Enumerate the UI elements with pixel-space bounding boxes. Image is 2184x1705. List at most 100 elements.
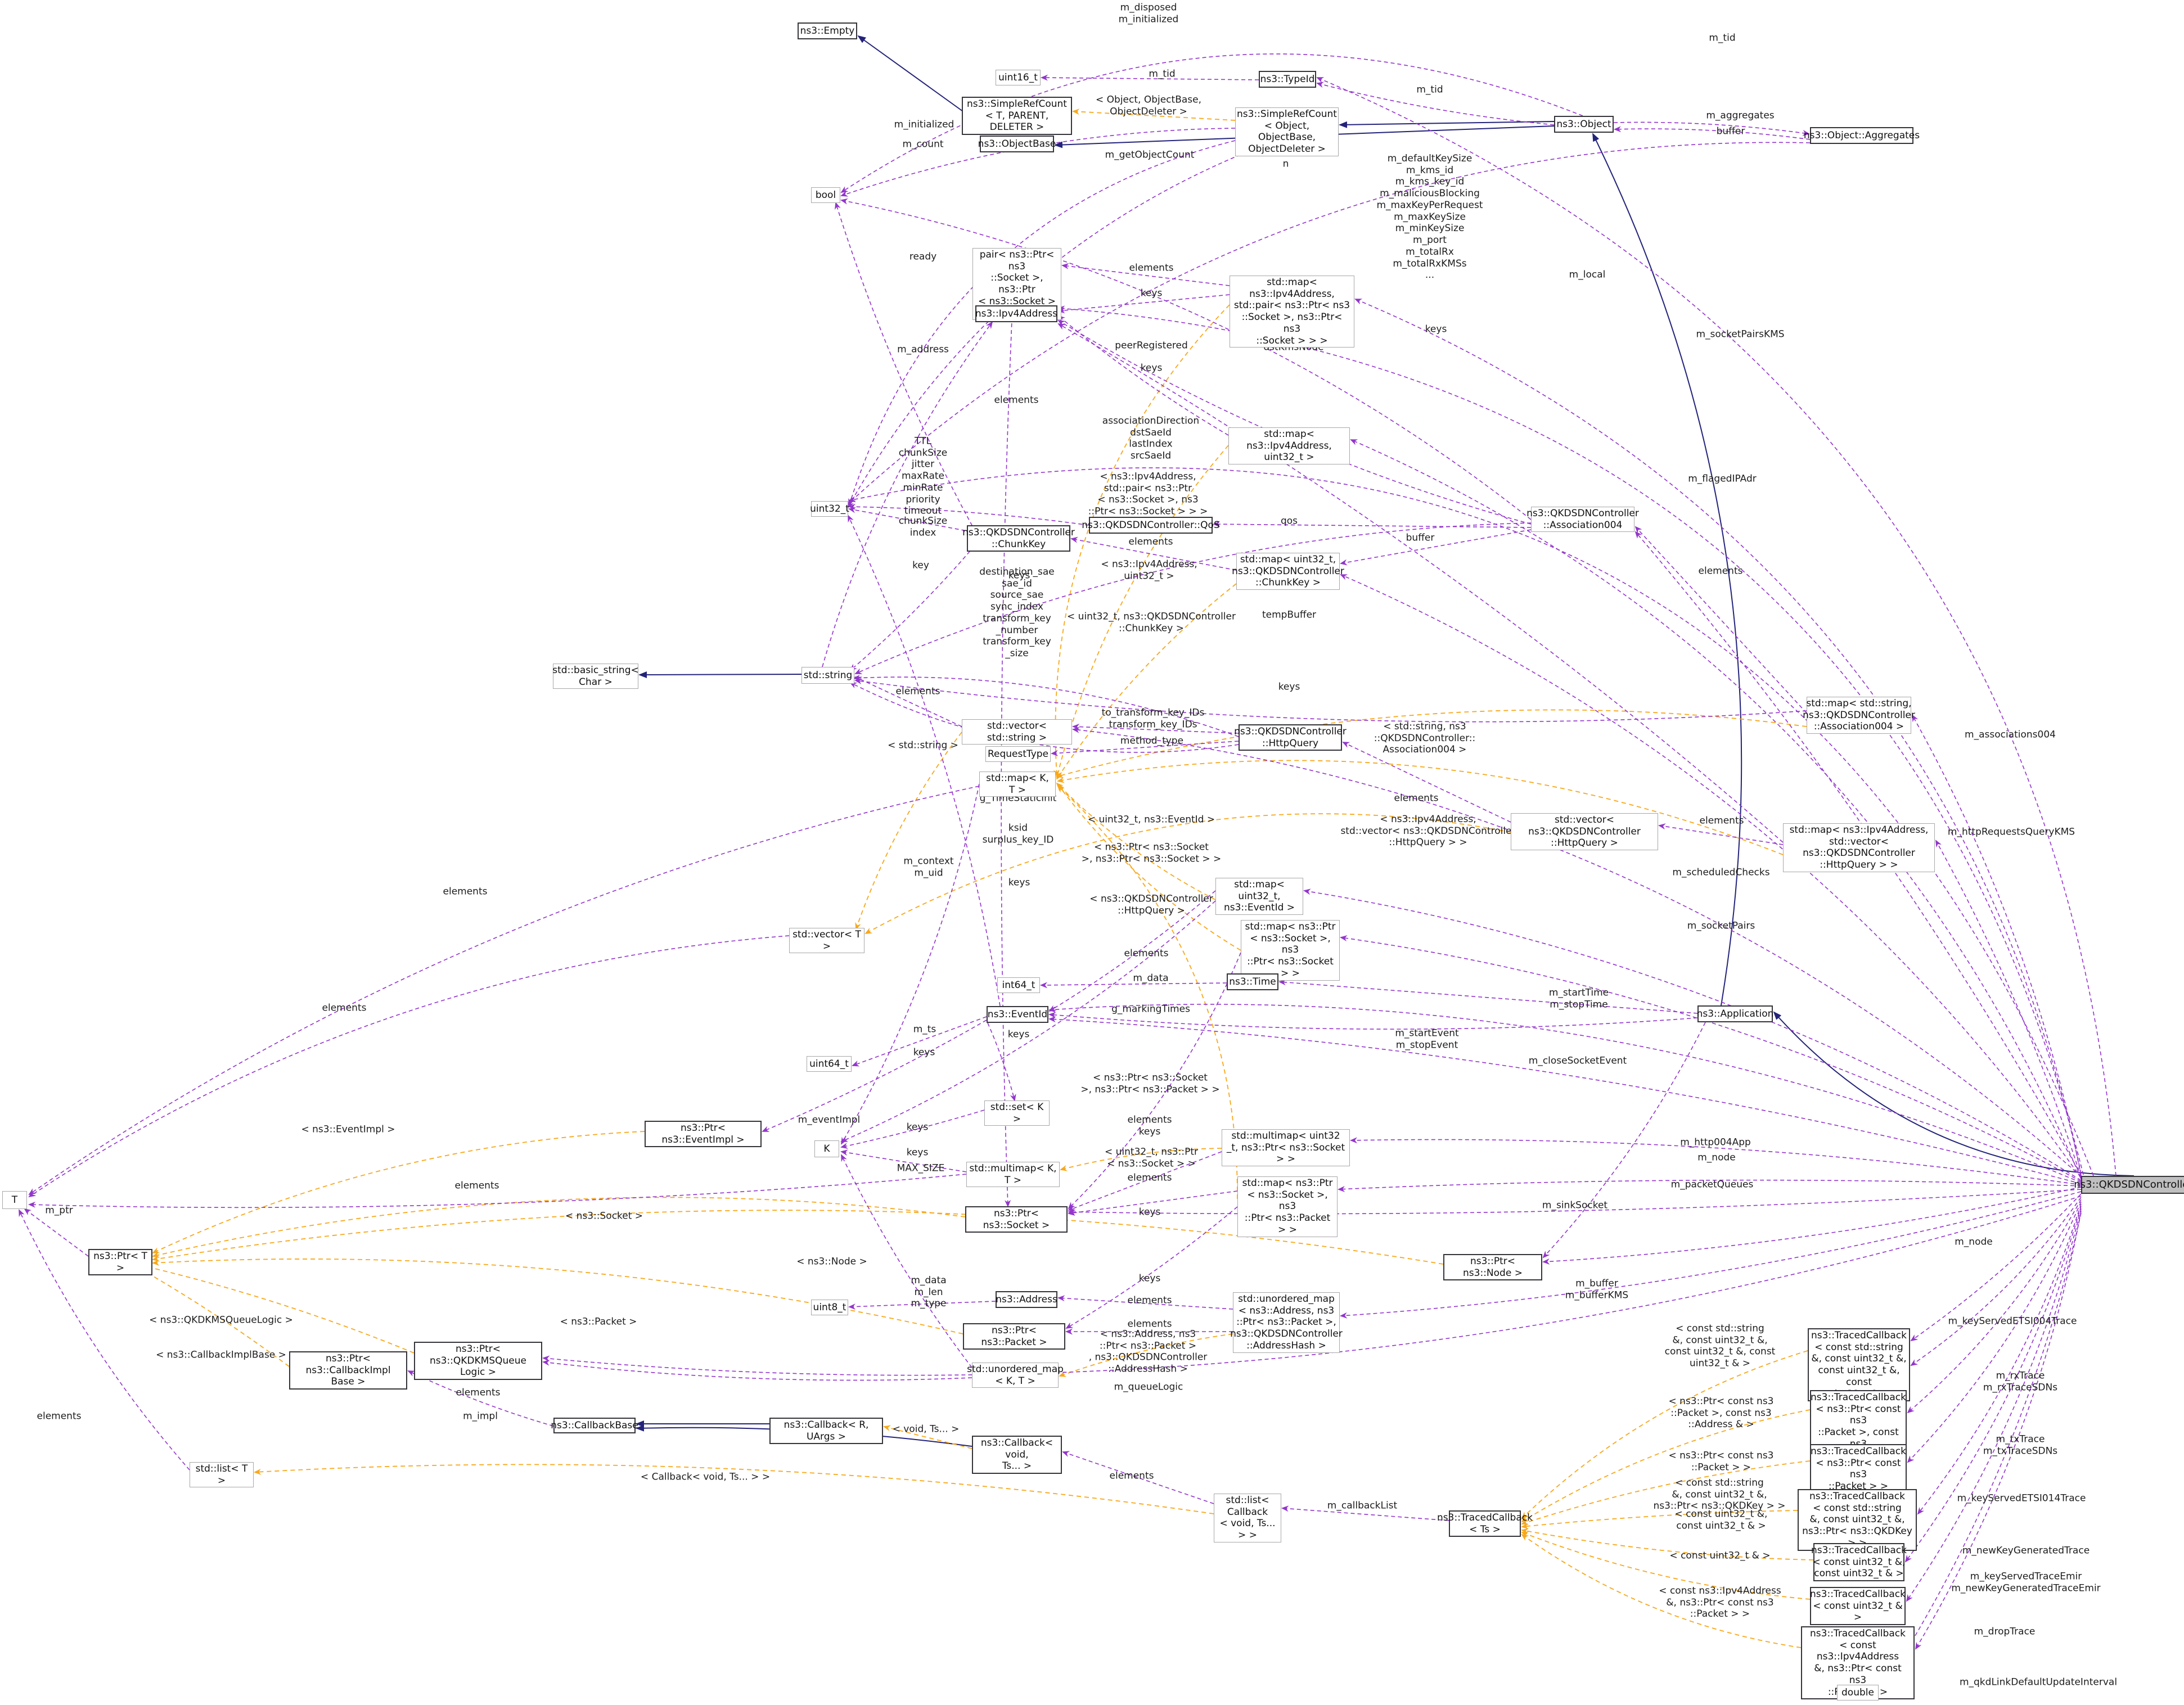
member-usage-edge	[1048, 890, 1216, 1012]
class-node-uint8[interactable]: uint8_t	[811, 1300, 848, 1315]
class-node-uint16[interactable]: uint16_t	[996, 70, 1041, 85]
class-node-qosBox[interactable]: ns3::QKDSDNController::QoS	[1082, 517, 1220, 534]
member-usage-edge	[854, 522, 1532, 674]
member-usage-edge	[1068, 1189, 2082, 1215]
member-usage-edge	[822, 321, 993, 667]
member-usage-edge	[1906, 1208, 2082, 1602]
template-instantiation-edge	[152, 1259, 963, 1334]
template-instantiation-edge	[1057, 783, 1241, 951]
class-node-reqType[interactable]: RequestType	[985, 746, 1051, 762]
class-node-tc4[interactable]: ns3::TracedCallback < const std::string …	[1798, 1489, 1917, 1551]
member-usage-edge	[762, 1020, 987, 1132]
class-node-int64[interactable]: int64_t	[997, 977, 1040, 993]
member-usage-edge	[1057, 1295, 1233, 1310]
class-node-stdStr[interactable]: std::string	[801, 667, 854, 684]
template-instantiation-edge	[254, 1464, 1214, 1514]
class-node-timeBox[interactable]: ns3::Time	[1227, 973, 1278, 990]
inheritance-edge	[857, 35, 963, 112]
template-instantiation-edge	[1057, 760, 1784, 855]
class-node-kBox[interactable]: K	[814, 1140, 839, 1157]
member-usage-edge	[28, 786, 980, 1196]
class-node-mapStrAssoc[interactable]: std::map< std::string, ns3::QKDSDNContro…	[1803, 697, 1915, 734]
class-node-ptrSocket[interactable]: ns3::Ptr< ns3::Socket >	[965, 1206, 1068, 1233]
class-node-ptrPacket[interactable]: ns3::Ptr< ns3::Packet >	[963, 1323, 1065, 1350]
member-usage-edge	[1048, 1012, 1698, 1030]
class-node-assoc004[interactable]: ns3::QKDSDNController ::Association004	[1526, 507, 1639, 533]
class-node-cbBase[interactable]: ns3::CallbackBase	[551, 1418, 638, 1433]
template-instantiation-edge	[1060, 1148, 1222, 1171]
class-node-chunkKey[interactable]: ns3::QKDSDNController ::ChunkKey	[962, 525, 1075, 552]
class-node-objectBase[interactable]: ns3::ObjectBase	[978, 136, 1056, 152]
member-usage-edge	[1068, 1190, 1238, 1216]
class-node-ipv4[interactable]: ns3::Ipv4Address	[975, 305, 1057, 322]
class-node-mapPtrPtr[interactable]: std::map< ns3::Ptr < ns3::Socket >, ns3 …	[1241, 920, 1340, 981]
class-node-srcT[interactable]: ns3::SimpleRefCount < T, PARENT, DELETER…	[962, 97, 1072, 136]
class-node-mapU32Chunk[interactable]: std::map< uint32_t, ns3::QKDSDNControlle…	[1232, 553, 1344, 590]
member-usage-edge	[1057, 294, 1230, 314]
class-node-typeId[interactable]: ns3::TypeId	[1259, 71, 1316, 88]
class-node-mapU32Event[interactable]: std::map< uint32_t, ns3::EventId >	[1215, 878, 1303, 915]
class-node-mapIpv4Http[interactable]: std::map< ns3::Ipv4Address, std::vector<…	[1783, 823, 1935, 872]
class-node-ptrT[interactable]: ns3::Ptr< T >	[88, 1249, 152, 1276]
class-node-uint32[interactable]: uint32_t	[810, 501, 849, 517]
class-node-addr[interactable]: ns3::Address	[996, 1291, 1057, 1308]
member-usage-edge	[1048, 1004, 2082, 1183]
class-node-app[interactable]: ns3::Application	[1697, 1005, 1773, 1022]
class-node-vecStr[interactable]: std::vector< std::string >	[962, 719, 1072, 745]
class-node-ptrCbImpl[interactable]: ns3::Ptr< ns3::CallbackImpl Base >	[289, 1351, 407, 1390]
template-instantiation-edge	[1521, 1350, 1808, 1519]
class-node-basicStr[interactable]: std::basic_string< Char >	[552, 664, 639, 689]
member-usage-edge	[1614, 126, 1811, 140]
class-node-mapKT[interactable]: std::map< K, T >	[979, 772, 1056, 797]
class-node-empty[interactable]: ns3::Empty	[798, 22, 857, 39]
class-node-bool[interactable]: bool	[811, 187, 840, 203]
member-usage-edge	[1061, 263, 1230, 286]
class-node-umapKT[interactable]: std::unordered_map < K, T >	[967, 1363, 1064, 1388]
member-usage-edge	[24, 1208, 89, 1257]
member-usage-edge	[1634, 526, 1807, 714]
class-node-tBox[interactable]: T	[2, 1191, 27, 1209]
class-node-object[interactable]: ns3::Object	[1554, 116, 1614, 133]
class-node-setK[interactable]: std::set< K >	[984, 1100, 1050, 1126]
template-instantiation-edge	[1521, 1460, 1811, 1525]
class-node-aggregates[interactable]: ns3::Object::Aggregates	[1804, 127, 1920, 144]
template-instantiation-edge	[1056, 782, 1216, 900]
member-usage-edge	[852, 1016, 987, 1067]
class-node-mapIpv4Pair[interactable]: std::map< ns3::Ipv4Address, std::pair< n…	[1230, 276, 1354, 348]
class-node-srcObj[interactable]: ns3::SimpleRefCount < Object, ObjectBase…	[1235, 107, 1339, 156]
class-node-tcTs[interactable]: ns3::TracedCallback < Ts >	[1437, 1510, 1533, 1537]
member-usage-edge	[848, 144, 1266, 508]
class-node-uint64[interactable]: uint64_t	[807, 1056, 852, 1072]
member-usage-edge	[1213, 521, 1532, 528]
class-node-dbl[interactable]: double	[1837, 1685, 1879, 1701]
template-instantiation-edge	[1521, 1528, 1814, 1560]
class-node-ptrNode[interactable]: ns3::Ptr< ns3::Node >	[1443, 1254, 1542, 1281]
class-node-httpQuery[interactable]: ns3::QKDSDNController ::HttpQuery	[1234, 724, 1347, 751]
class-node-mmapKT[interactable]: std::multimap< K, T >	[966, 1162, 1060, 1188]
class-node-listCb[interactable]: std::list< Callback < void, Ts... > >	[1214, 1494, 1281, 1542]
class-node-cbRU[interactable]: ns3::Callback< R, UArgs >	[769, 1418, 883, 1445]
class-node-tc6[interactable]: ns3::TracedCallback < const uint32_t & >	[1810, 1587, 1906, 1626]
member-usage-edge	[1658, 823, 1784, 845]
template-instantiation-edge	[1059, 1333, 1233, 1377]
class-node-ptrEventImpl[interactable]: ns3::Ptr< ns3::EventImpl >	[645, 1121, 762, 1148]
class-node-tc5[interactable]: ns3::TracedCallback < const uint32_t &, …	[1811, 1543, 1907, 1582]
class-node-tc1[interactable]: ns3::TracedCallback < const std::string …	[1808, 1328, 1910, 1402]
class-node-cbVoid[interactable]: ns3::Callback< void, Ts... >	[972, 1436, 1062, 1474]
class-node-vecT[interactable]: std::vector< T >	[789, 928, 864, 954]
class-node-ptrQueueLogic[interactable]: ns3::Ptr< ns3::QKDKMSQueue Logic >	[414, 1342, 542, 1381]
member-usage-edge	[1057, 305, 2084, 1175]
template-instantiation-edge	[1521, 1409, 1811, 1523]
class-node-main[interactable]: ns3::QKDSDNController	[2074, 1176, 2184, 1194]
class-node-eventId[interactable]: ns3::EventId	[987, 1006, 1048, 1023]
class-node-mapSockPkt[interactable]: std::map< ns3::Ptr < ns3::Socket >, ns3 …	[1237, 1176, 1338, 1237]
member-usage-edge	[848, 142, 1811, 504]
class-node-vecHttp[interactable]: std::vector< ns3::QKDSDNController ::Htt…	[1511, 813, 1658, 851]
class-node-umapAddr[interactable]: std::unordered_map < ns3::Address, ns3 :…	[1230, 1292, 1343, 1353]
class-node-mapIpv4U32[interactable]: std::map< ns3::Ipv4Address, uint32_t >	[1228, 427, 1350, 465]
class-node-tc3[interactable]: ns3::TracedCallback < ns3::Ptr< const ns…	[1810, 1444, 1907, 1494]
class-node-listT[interactable]: std::list< T >	[190, 1462, 254, 1488]
class-node-mmapU32Sock[interactable]: std::multimap< uint32 _t, ns3::Ptr< ns3:…	[1222, 1129, 1350, 1167]
member-usage-edge	[1303, 888, 2082, 1181]
member-usage-edge	[840, 783, 980, 1145]
